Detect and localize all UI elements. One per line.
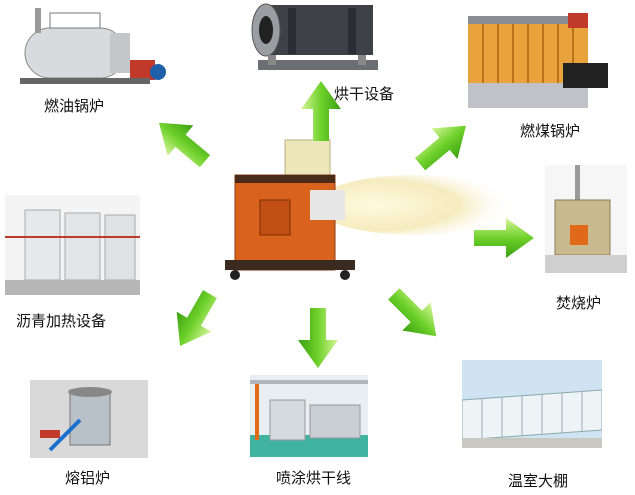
label-coal-boiler: 燃煤锅炉 (520, 122, 581, 140)
spray-drying-line-image (250, 375, 368, 457)
label-incinerator: 焚烧炉 (556, 294, 602, 312)
coal-boiler-image (463, 8, 613, 113)
incinerator-image (545, 165, 627, 273)
arrow-to-drying-equipment (301, 81, 341, 141)
arrow-to-spray-drying-line (298, 308, 338, 368)
arrow-to-oil-boiler (159, 122, 211, 168)
label-oil-boiler: 燃油锅炉 (44, 97, 105, 115)
arrow-to-coal-boiler (414, 125, 466, 171)
asphalt-heating-image (5, 195, 140, 295)
arrow-to-greenhouse (388, 288, 437, 337)
label-spray-drying-line: 喷涂烘干线 (276, 469, 352, 487)
oil-boiler-image (10, 8, 170, 88)
label-aluminum-furnace: 熔铝炉 (65, 469, 111, 487)
aluminum-furnace-image (30, 380, 148, 458)
label-drying-equipment: 烘干设备 (334, 85, 395, 103)
label-asphalt-heating: 沥青加热设备 (16, 312, 107, 330)
arrow-to-incinerator (474, 218, 534, 258)
biomass-burner-image (215, 135, 515, 290)
greenhouse-image (462, 360, 602, 448)
drying-equipment-image (248, 0, 383, 80)
label-greenhouse: 温室大棚 (508, 472, 569, 490)
arrow-to-aluminum-furnace (176, 290, 217, 346)
